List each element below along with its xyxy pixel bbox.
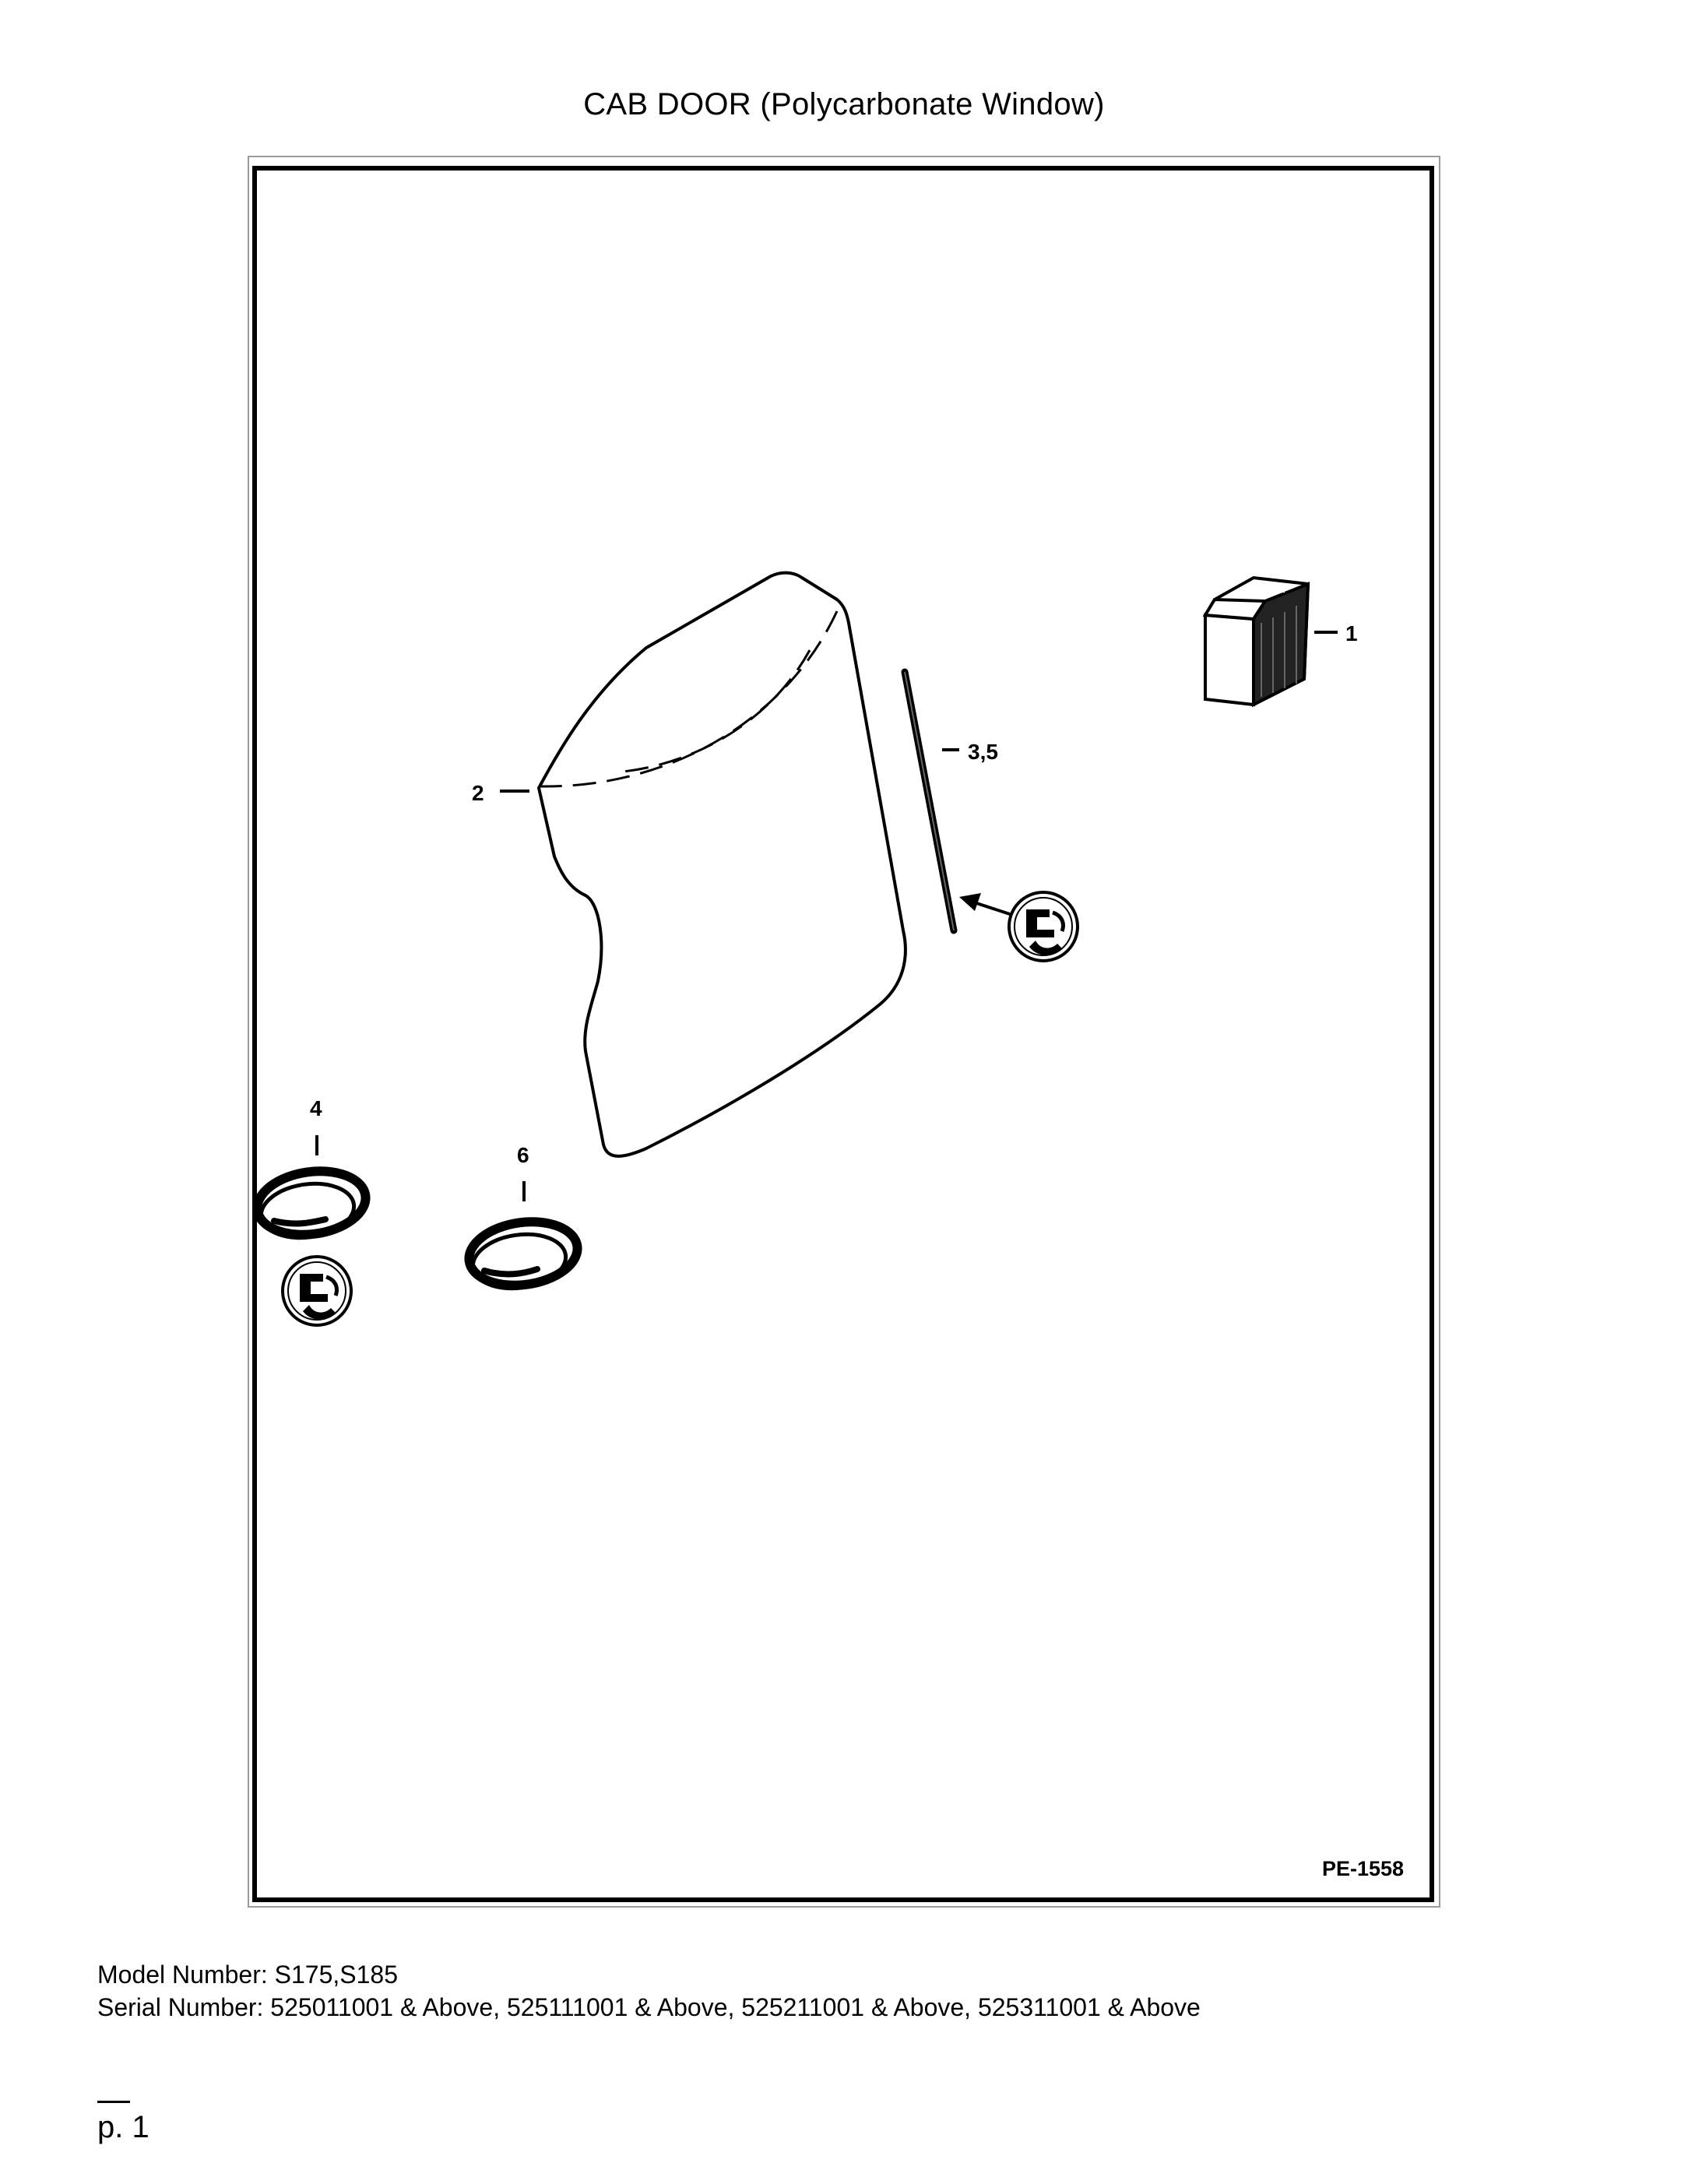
callout-label-2: 2 (472, 781, 484, 805)
serial-number-line: Serial Number: 525011001 & Above, 525111… (97, 1993, 1201, 2021)
figure-id: PE-1558 (1322, 1857, 1405, 1880)
part-1-kit-box (1202, 575, 1310, 708)
part-2-window-panel (537, 571, 907, 1158)
part-6-coiled-seal (464, 1217, 582, 1291)
callout-label-4: 4 (310, 1096, 322, 1120)
figure-frame-outer (248, 156, 1440, 1908)
part-4-coiled-seal (252, 1166, 371, 1240)
page-title: CAB DOOR (Polycarbonate Window) (583, 87, 1105, 121)
adhesive-tube-symbol-icon (281, 1255, 353, 1327)
adhesive-tube-symbol-icon (1008, 891, 1079, 962)
figure-frame (252, 166, 1434, 1902)
model-number-line: Model Number: S175,S185 (97, 1961, 398, 1989)
callout-label-1: 1 (1345, 621, 1358, 645)
callout-label-3-5: 3,5 (968, 740, 998, 764)
callout-label-6: 6 (517, 1143, 529, 1167)
page-number: p. 1 (97, 2110, 149, 2144)
part-3-5-seal-strip (901, 668, 958, 934)
page-number-rule (97, 2101, 130, 2103)
arrow-to-seal (959, 893, 1013, 916)
